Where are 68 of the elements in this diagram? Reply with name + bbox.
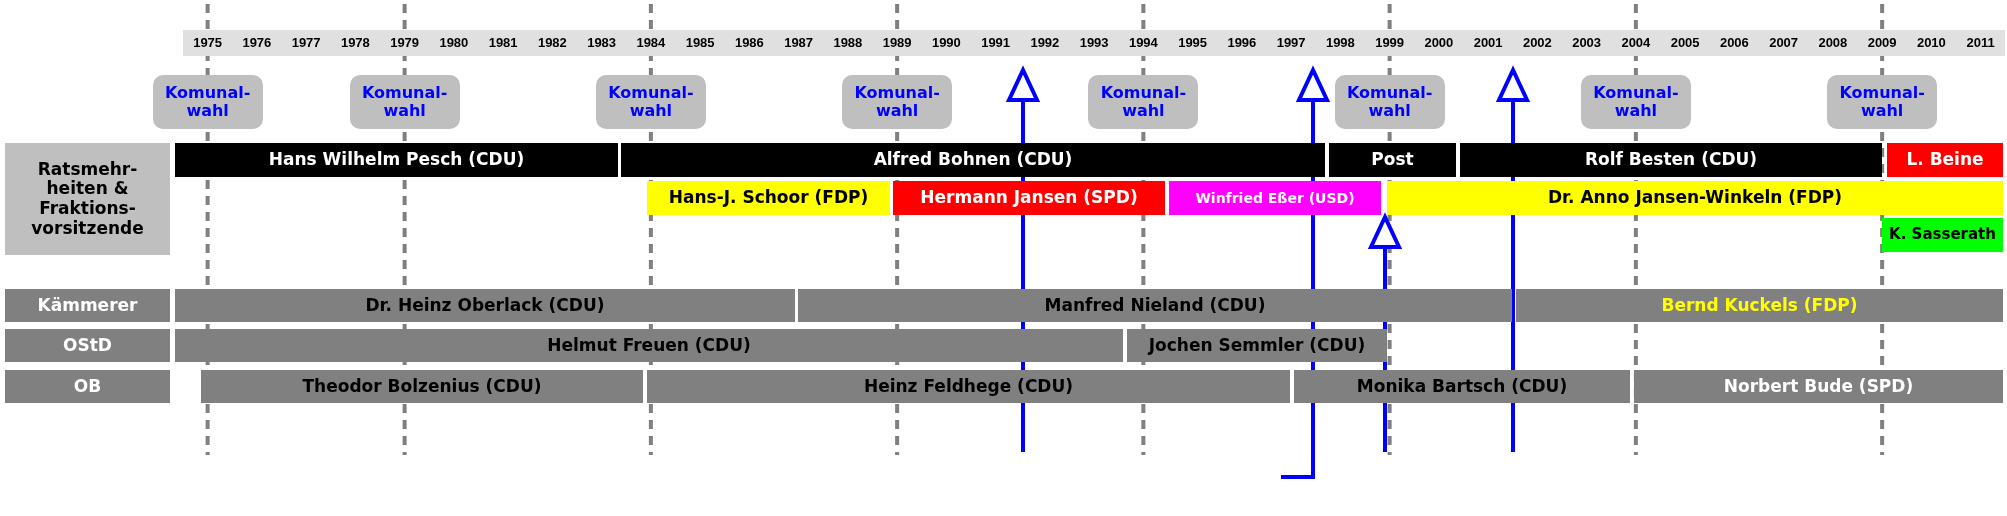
year-label: 1985: [684, 34, 716, 52]
tenure-bar: Monika Bartsch (CDU): [1294, 370, 1630, 403]
year-label: 1981: [487, 34, 519, 52]
tenure-bar: L. Beine: [1887, 143, 2003, 177]
row-header: Ratsmehr- heiten & Fraktions- vorsitzende: [5, 143, 170, 255]
year-label: 1983: [586, 34, 618, 52]
year-label: 1989: [881, 34, 913, 52]
year-label: 1986: [733, 34, 765, 52]
tenure-bar: Post: [1329, 143, 1456, 177]
year-label: 1991: [980, 34, 1012, 52]
tenure-bar: Jochen Semmler (CDU): [1127, 329, 1387, 362]
year-label: 1992: [1029, 34, 1061, 52]
year-label: 2007: [1768, 34, 1800, 52]
tenure-bar: Dr. Anno Jansen-Winkeln (FDP): [1387, 181, 2003, 215]
election-badge: Komunal- wahl: [595, 75, 706, 129]
row-header: OStD: [5, 329, 170, 362]
election-badge: Komunal- wahl: [842, 75, 953, 129]
year-label: 2008: [1817, 34, 1849, 52]
tenure-bar: Theodor Bolzenius (CDU): [201, 370, 643, 403]
row-header: Kämmerer: [5, 289, 170, 322]
election-badge: Komunal- wahl: [1088, 75, 1199, 129]
year-label: 2000: [1423, 34, 1455, 52]
tenure-bar: Hans Wilhelm Pesch (CDU): [175, 143, 618, 177]
year-label: 1980: [438, 34, 470, 52]
year-label: 2003: [1571, 34, 1603, 52]
tenure-bar: Heinz Feldhege (CDU): [647, 370, 1290, 403]
year-label: 1977: [290, 34, 322, 52]
year-label: 1979: [389, 34, 421, 52]
year-label: 1976: [241, 34, 273, 52]
tenure-bar: Dr. Heinz Oberlack (CDU): [175, 289, 795, 322]
year-label: 2004: [1620, 34, 1652, 52]
tenure-bar: Winfried Eßer (USD): [1169, 181, 1381, 215]
year-label: 1984: [635, 34, 667, 52]
election-badge: Komunal- wahl: [152, 75, 263, 129]
tenure-bar: Norbert Bude (SPD): [1634, 370, 2003, 403]
year-label: 1994: [1127, 34, 1159, 52]
tenure-bar: Alfred Bohnen (CDU): [621, 143, 1325, 177]
tenure-bar: Helmut Freuen (CDU): [175, 329, 1123, 362]
year-label: 2002: [1521, 34, 1553, 52]
election-badge: Komunal- wahl: [1580, 75, 1691, 129]
year-label: 1995: [1177, 34, 1209, 52]
election-badge: Komunal- wahl: [349, 75, 460, 129]
year-label: 2009: [1866, 34, 1898, 52]
tenure-bar: K. Sasserath: [1882, 218, 2003, 252]
year-label: 1998: [1324, 34, 1356, 52]
election-badge: Komunal- wahl: [1334, 75, 1445, 129]
tenure-bar: Hans-J. Schoor (FDP): [647, 181, 890, 215]
year-label: 1975: [192, 34, 224, 52]
tenure-bar: Rolf Besten (CDU): [1460, 143, 1882, 177]
year-label: 2005: [1669, 34, 1701, 52]
year-label: 1990: [930, 34, 962, 52]
year-label: 1999: [1374, 34, 1406, 52]
year-label: 1988: [832, 34, 864, 52]
year-label: 2011: [1965, 34, 1996, 52]
year-label: 1978: [339, 34, 371, 52]
tenure-bar: Hermann Jansen (SPD): [893, 181, 1165, 215]
year-label: 1997: [1275, 34, 1307, 52]
election-badge: Komunal- wahl: [1827, 75, 1938, 129]
year-label: 2006: [1718, 34, 1750, 52]
year-label: 1996: [1226, 34, 1258, 52]
tenure-bar: Manfred Nieland (CDU): [798, 289, 1512, 322]
year-label: 1987: [783, 34, 815, 52]
row-header: OB: [5, 370, 170, 403]
year-label: 1993: [1078, 34, 1110, 52]
year-label: 2001: [1472, 34, 1504, 52]
year-label: 2010: [1915, 34, 1947, 52]
tenure-bar: Bernd Kuckels (FDP): [1516, 289, 2003, 322]
year-label: 1982: [536, 34, 568, 52]
